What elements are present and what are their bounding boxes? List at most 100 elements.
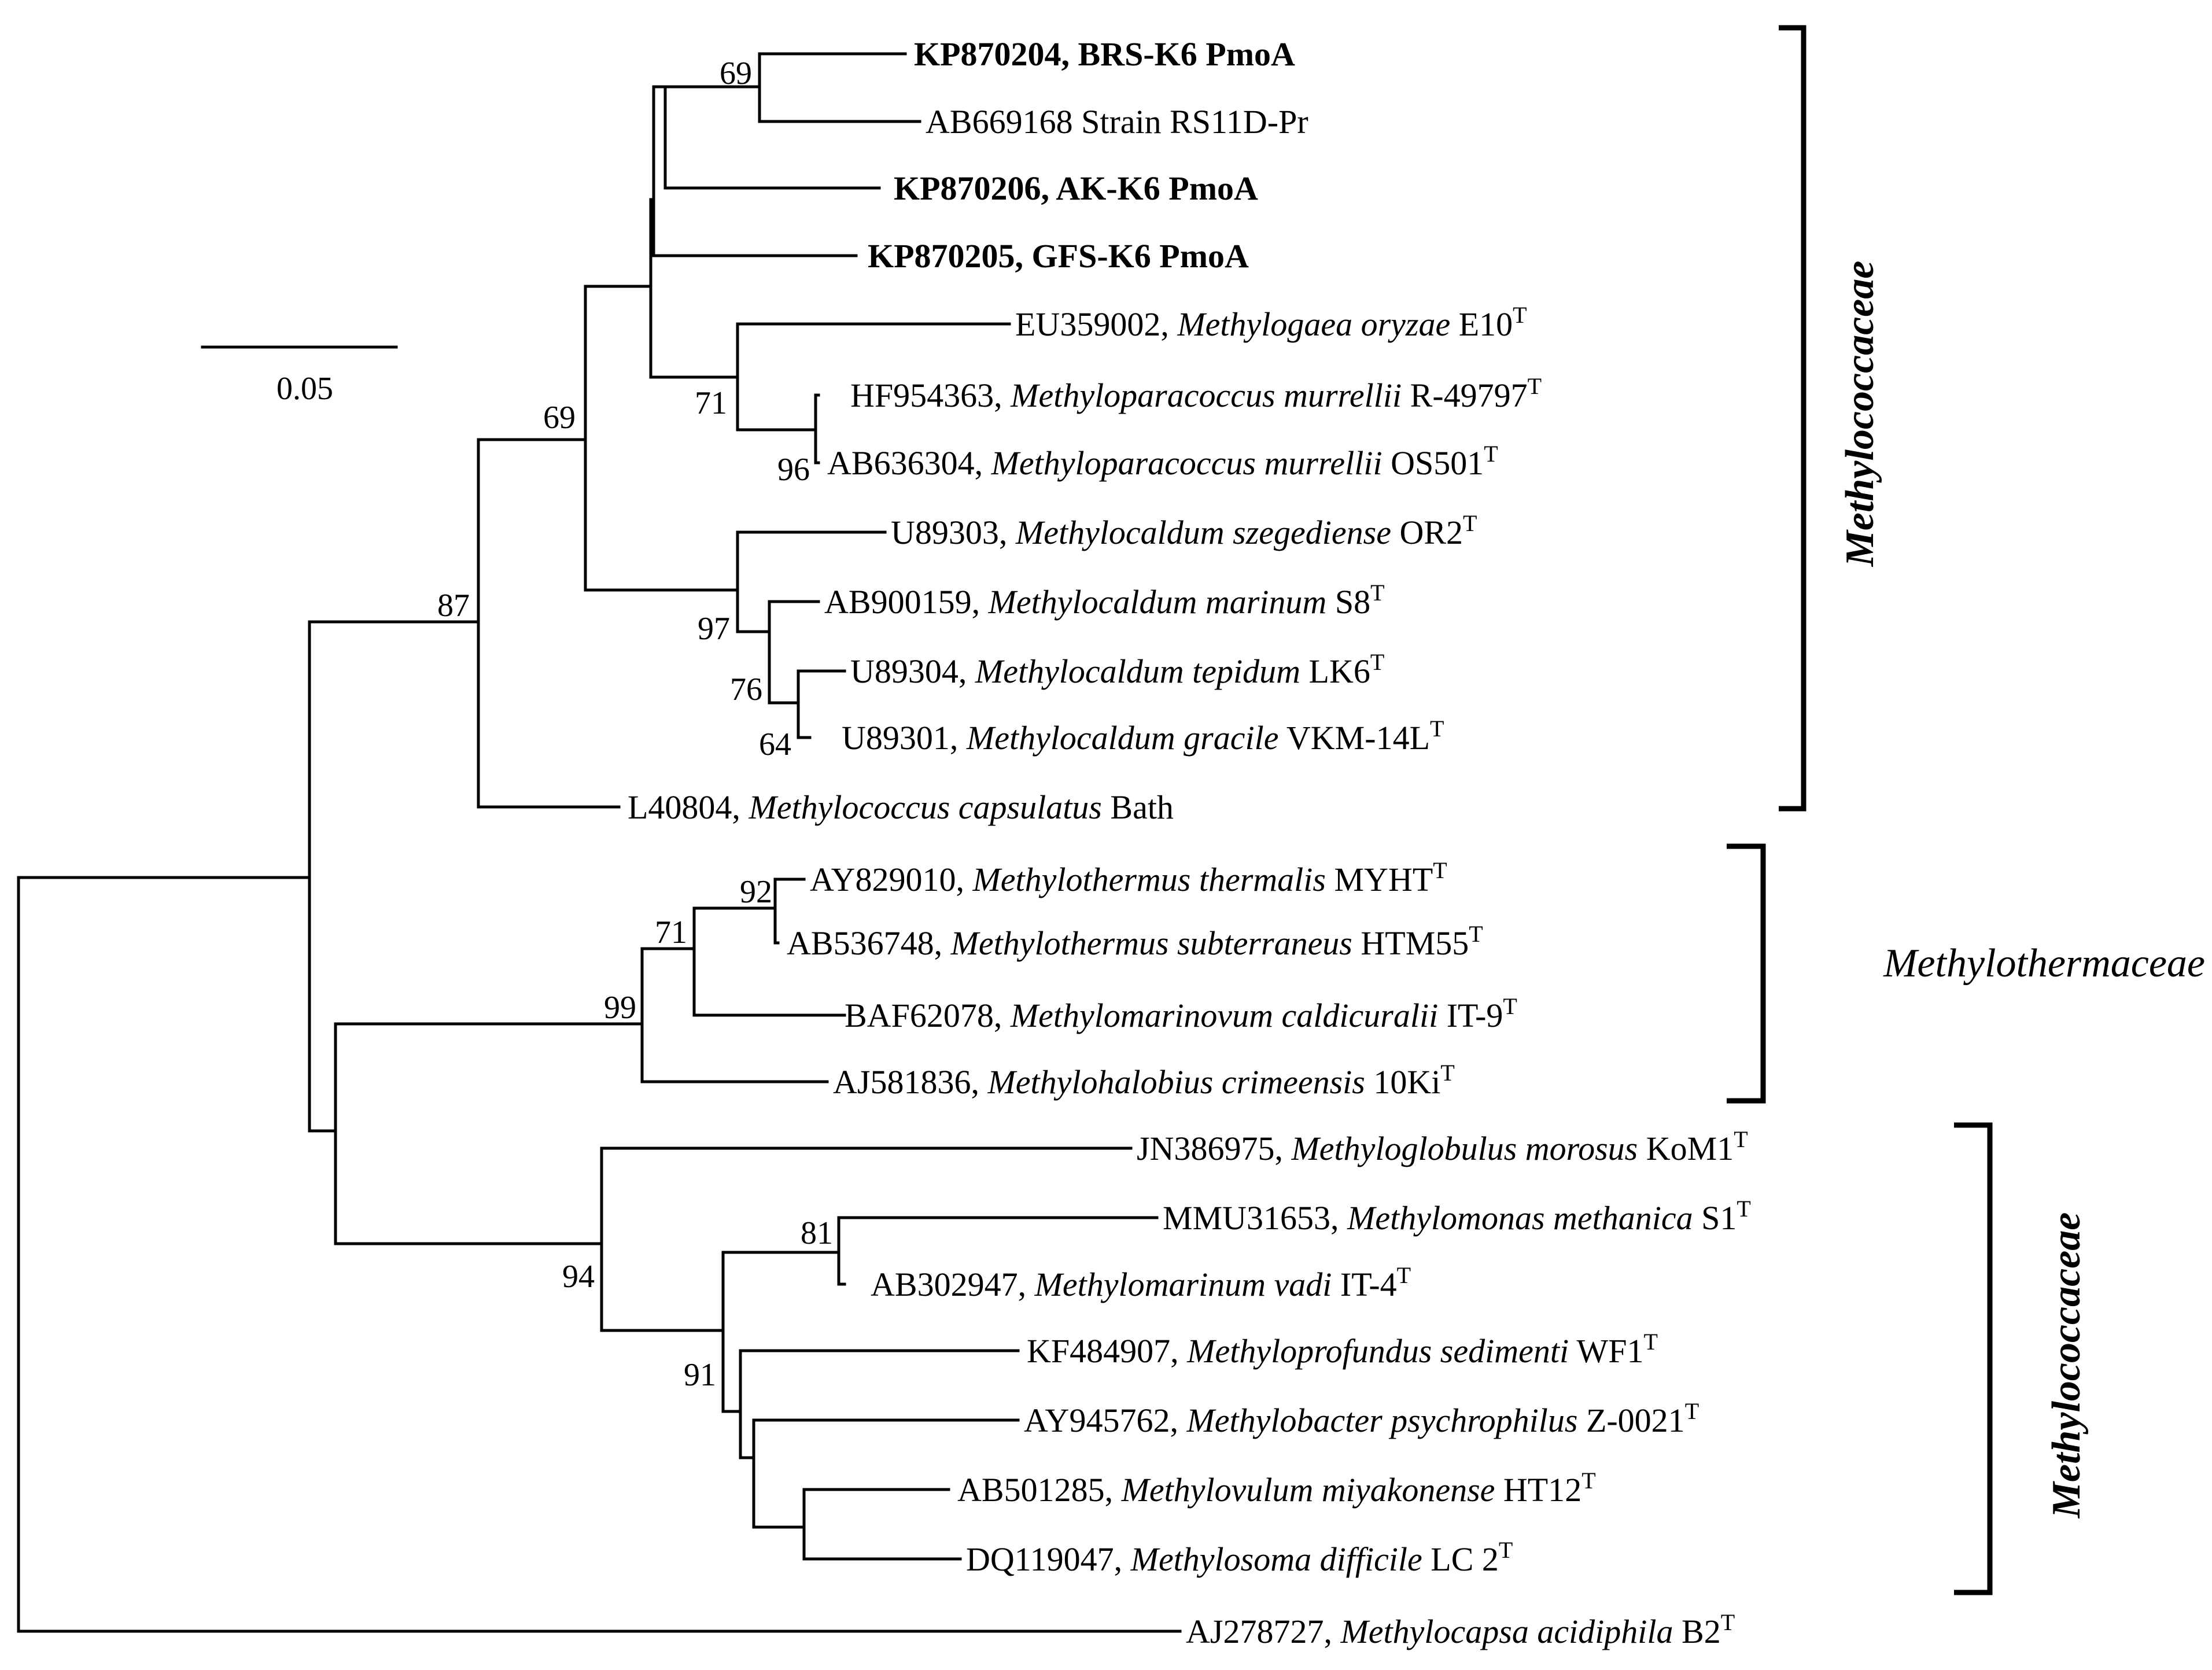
leaf-strain: S8 <box>1326 583 1370 621</box>
tree-branches <box>17 52 1182 1633</box>
bootstrap-values: 69 69 71 96 87 97 76 64 92 71 99 94 81 9… <box>437 56 833 1393</box>
bootstrap-value: 81 <box>801 1215 833 1251</box>
leaf-accession: KP870205, GFS-K6 PmoA <box>868 237 1249 275</box>
leaf-strain: B2 <box>1673 1613 1721 1650</box>
leaf-label-l40804: L40804, Methylococcus capsulatus Bath <box>628 788 1174 826</box>
type-strain-superscript: T <box>1370 580 1384 606</box>
leaf-species: Methylomarinum vadi <box>1034 1266 1332 1303</box>
type-strain-superscript: T <box>1433 857 1447 883</box>
leaf-species: Methyloparacoccus murrellii <box>1010 377 1402 414</box>
family-brackets <box>1727 25 1993 1595</box>
leaf-label-u89301: U89301, Methylocaldum gracile VKM-14LT <box>842 716 1444 757</box>
leaf-species: Methylocaldum gracile <box>966 719 1279 757</box>
leaf-label-ab636304: AB636304, Methyloparacoccus murrellii OS… <box>827 441 1498 482</box>
leaf-species: Methylothermus subterraneus <box>950 924 1352 962</box>
leaf-label-dq119047: DQ119047, Methylosoma difficile LC 2T <box>966 1537 1513 1578</box>
type-strain-superscript: T <box>1644 1329 1658 1355</box>
leaf-strain: VKM-14L <box>1278 719 1430 757</box>
leaf-labels: KP870204, BRS-K6 PmoA AB669168 Strain RS1… <box>628 35 1751 1650</box>
type-strain-superscript: T <box>1685 1398 1699 1424</box>
leaf-strain: OR2 <box>1391 514 1463 551</box>
bracket-methylothermaceae <box>1727 843 1766 1104</box>
leaf-label-ab536748: AB536748, Methylothermus subterraneus HT… <box>787 921 1483 962</box>
bootstrap-value: 69 <box>543 400 576 436</box>
leaf-accession: EU359002, <box>1015 305 1177 343</box>
leaf-accession: AB536748, <box>787 924 951 962</box>
leaf-label-kf484907: KF484907, Methyloprofundus sedimenti WF1… <box>1027 1329 1658 1370</box>
leaf-strain: HTM55 <box>1352 924 1469 962</box>
leaf-strain: HT12 <box>1495 1471 1581 1509</box>
leaf-accession: AJ581836, <box>833 1063 987 1101</box>
leaf-label-eu359002: EU359002, Methylogaea oryzae E10T <box>1015 302 1527 343</box>
leaf-label-u89304: U89304, Methylocaldum tepidum LK6T <box>850 649 1384 690</box>
family-label-methylococcaceae-bottom: Methylococcaceae <box>2044 1212 2089 1519</box>
leaf-species: Methyloglobulus morosus <box>1291 1130 1638 1167</box>
type-strain-superscript: T <box>1737 1196 1750 1222</box>
leaf-species: Methyloparacoccus murrellii <box>991 444 1383 482</box>
leaf-label-u89303: U89303, Methylocaldum szegediense OR2T <box>891 510 1477 551</box>
bootstrap-value: 97 <box>698 611 730 647</box>
leaf-label-mmu31653: MMU31653, Methylomonas methanica S1T <box>1163 1196 1751 1237</box>
bracket-methylococcaceae-top <box>1779 25 1807 812</box>
leaf-label-kp870205: KP870205, GFS-K6 PmoA <box>868 237 1249 275</box>
leaf-species: Methylohalobius crimeensis <box>987 1063 1365 1101</box>
leaf-label-ab669168: AB669168 Strain RS11D-Pr <box>926 103 1308 141</box>
leaf-species: Methylovulum miyakonense <box>1121 1471 1495 1509</box>
bootstrap-value: 71 <box>695 385 727 421</box>
leaf-accession: U89303, <box>891 514 1016 551</box>
leaf-species: Methylosoma difficile <box>1130 1540 1422 1578</box>
type-strain-superscript: T <box>1528 373 1542 399</box>
leaf-label-ab302947: AB302947, Methylomarinum vadi IT-4T <box>871 1262 1411 1303</box>
leaf-label-aj581836: AJ581836, Methylohalobius crimeensis 10K… <box>833 1060 1455 1101</box>
leaf-strain: LK6 <box>1300 652 1370 690</box>
leaf-strain: S1 <box>1693 1199 1737 1237</box>
leaf-label-ay829010: AY829010, Methylothermus thermalis MYHTT <box>810 857 1447 898</box>
bootstrap-value: 92 <box>740 874 772 910</box>
leaf-species: Methyloprofundus sedimenti <box>1186 1332 1569 1370</box>
leaf-strain: IT-9 <box>1438 997 1503 1034</box>
scale-bar-label: 0.05 <box>276 371 333 407</box>
leaf-strain: KoM1 <box>1638 1130 1734 1167</box>
bootstrap-value: 76 <box>730 672 762 707</box>
leaf-accession: AB302947, <box>871 1266 1035 1303</box>
leaf-strain: OS501 <box>1383 444 1484 482</box>
leaf-label-baf62078: BAF62078, Methylomarinovum caldicuralii … <box>845 993 1517 1034</box>
type-strain-superscript: T <box>1484 441 1498 467</box>
bootstrap-value: 64 <box>759 727 791 762</box>
leaf-accession: AB636304, <box>827 444 991 482</box>
bootstrap-value: 69 <box>720 56 752 91</box>
type-strain-superscript: T <box>1503 993 1517 1019</box>
bootstrap-value: 94 <box>562 1259 595 1295</box>
leaf-species: Methylocaldum marinum <box>988 583 1327 621</box>
leaf-accession: DQ119047, <box>966 1540 1131 1578</box>
leaf-accession: HF954363, <box>850 377 1011 414</box>
leaf-label-kp870204: KP870204, BRS-K6 PmoA <box>914 35 1295 73</box>
bootstrap-value: 99 <box>604 990 636 1026</box>
type-strain-superscript: T <box>1721 1609 1735 1635</box>
type-strain-superscript: T <box>1397 1262 1411 1288</box>
leaf-strain: IT-4 <box>1332 1266 1396 1303</box>
leaf-label-ab900159: AB900159, Methylocaldum marinum S8T <box>824 580 1385 621</box>
leaf-accession: AB900159, <box>824 583 989 621</box>
leaf-species: Methylomarinovum caldicuralii <box>1010 997 1438 1034</box>
leaf-species: Methylothermus thermalis <box>972 861 1326 898</box>
bootstrap-value: 91 <box>684 1357 716 1393</box>
family-label-methylothermaceae: Methylothermaceae <box>1883 941 2205 986</box>
leaf-strain: 10Ki <box>1365 1063 1441 1101</box>
leaf-accession: AB669168 Strain RS11D-Pr <box>926 103 1308 141</box>
leaf-label-hf954363: HF954363, Methyloparacoccus murrellii R-… <box>850 373 1542 414</box>
type-strain-superscript: T <box>1370 649 1384 675</box>
leaf-accession: AB501285, <box>957 1471 1122 1509</box>
type-strain-superscript: T <box>1581 1468 1595 1494</box>
leaf-strain: WF1 <box>1569 1332 1643 1370</box>
bootstrap-value: 96 <box>777 452 810 488</box>
type-strain-superscript: T <box>1734 1126 1748 1152</box>
leaf-strain: E10 <box>1450 305 1513 343</box>
bootstrap-value: 71 <box>655 915 687 950</box>
leaf-species: Methylocaldum tepidum <box>975 652 1300 690</box>
leaf-label-ab501285: AB501285, Methylovulum miyakonense HT12T <box>957 1468 1596 1509</box>
leaf-strain: LC 2 <box>1422 1540 1499 1578</box>
leaf-accession: MMU31653, <box>1163 1199 1347 1237</box>
leaf-label-ay945762: AY945762, Methylobacter psychrophilus Z-… <box>1024 1398 1699 1439</box>
